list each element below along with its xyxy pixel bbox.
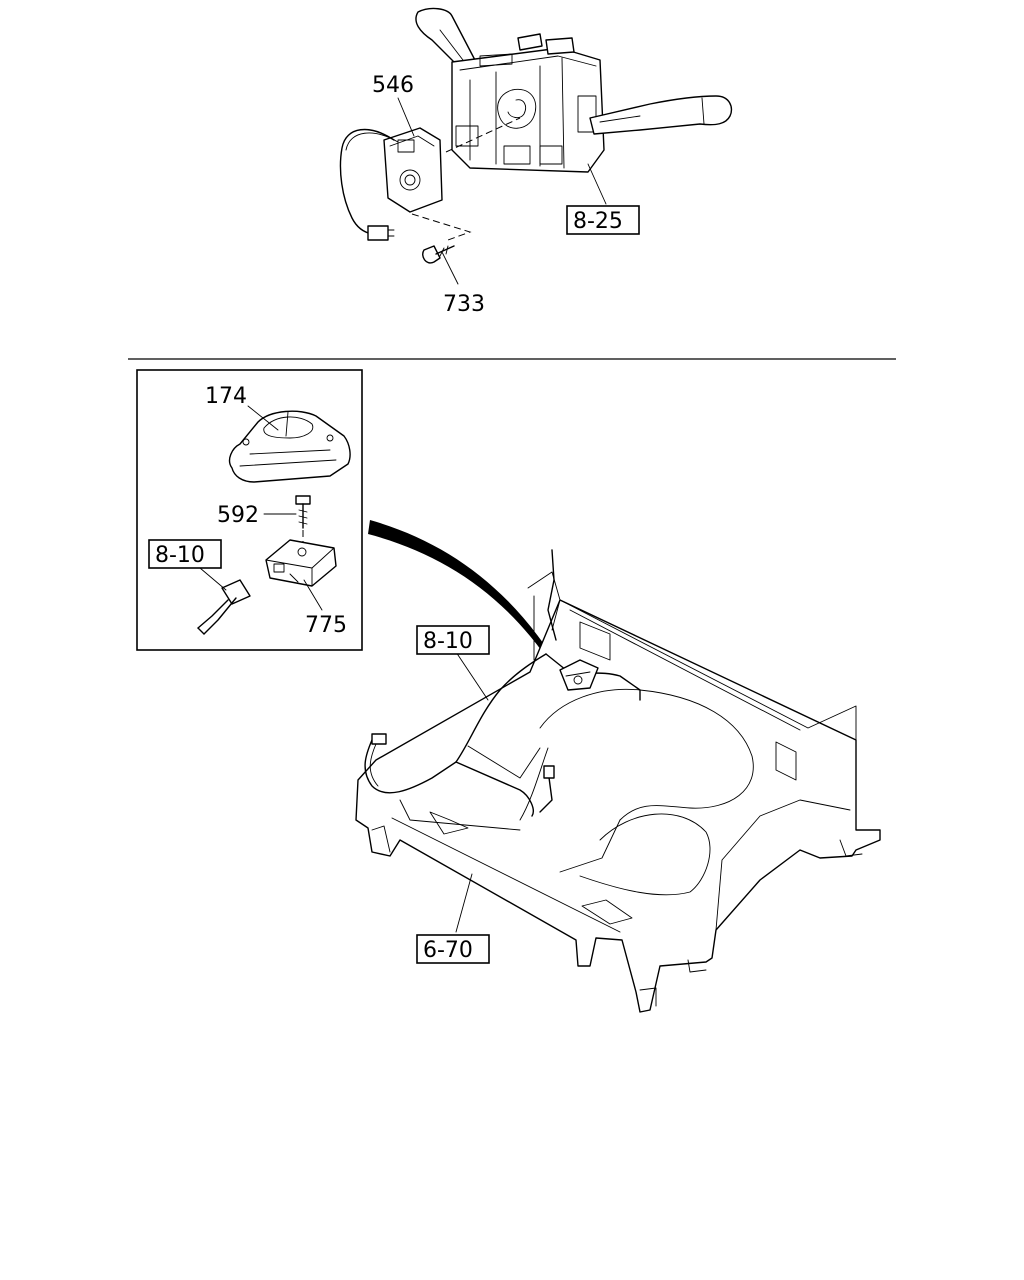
cover-icon [228, 410, 351, 483]
reference-6-70: 6-70 [423, 938, 473, 963]
reference-box-8-25 [566, 205, 640, 235]
steering-sensor-bracket-icon [339, 127, 443, 241]
callout-546: 546 [372, 73, 414, 98]
reference-box-8-10-inset [148, 539, 222, 569]
reference-8-10-inset: 8-10 [155, 543, 205, 568]
detail-inset-frame [136, 369, 363, 651]
callout-775: 775 [305, 613, 347, 638]
sensor-unit-icon [265, 539, 337, 587]
callout-592: 592 [217, 503, 259, 528]
reference-box-8-10-floor [416, 625, 490, 655]
callout-174: 174 [205, 384, 247, 409]
floor-panel-icon [355, 571, 881, 1013]
bolt-icon [411, 213, 472, 264]
reference-8-25: 8-25 [573, 209, 623, 234]
combination-switch-icon [415, 7, 733, 173]
wire-harness-icon [364, 549, 641, 817]
connector-icon [197, 579, 251, 635]
reference-8-10-floor: 8-10 [423, 629, 473, 654]
reference-box-6-70 [416, 934, 490, 964]
callout-733: 733 [443, 292, 485, 317]
arrow-icon [368, 520, 548, 654]
